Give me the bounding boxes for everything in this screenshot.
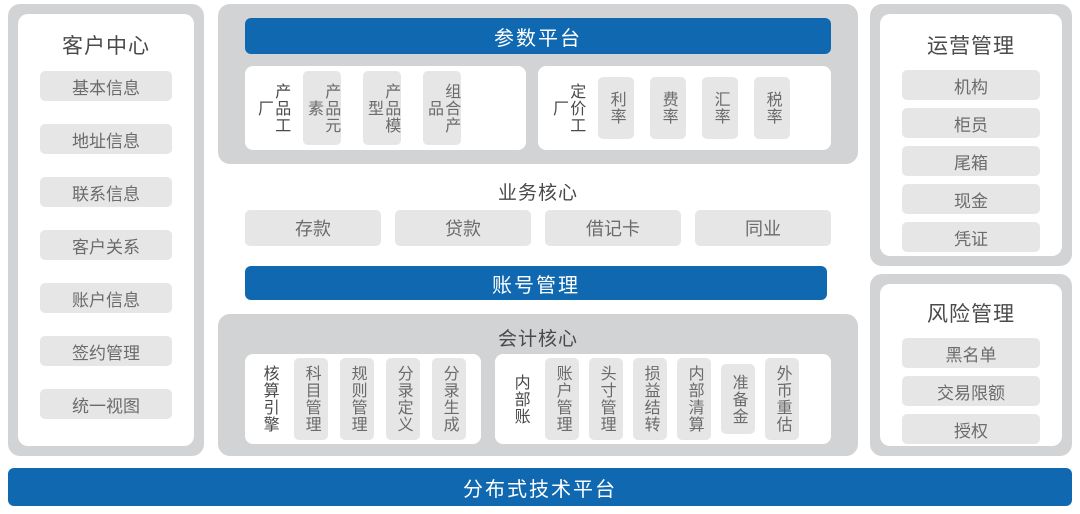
accounting-engine-label: 核算引擎 xyxy=(260,365,278,433)
sidebar-item-teller[interactable]: 柜员 xyxy=(902,108,1040,138)
chip-interest-rate[interactable]: 利率 xyxy=(598,77,634,139)
sidebar-item-institution[interactable]: 机构 xyxy=(902,70,1040,100)
product-factory-group: 产品工厂 产品元素 产品模型 组合产品 xyxy=(245,66,526,150)
parameter-platform-section: 参数平台 产品工厂 产品元素 产品模型 组合产品 定价工厂 利率 费率 汇率 税… xyxy=(218,4,858,164)
accounting-core-section: 会计核心 核算引擎 科目管理 规则管理 分录定义 分录生成 内部账 账户管理 头… xyxy=(218,314,858,456)
business-core-section: 业务核心 存款 贷款 借记卡 同业 xyxy=(218,172,858,262)
sidebar-item-basic-info[interactable]: 基本信息 xyxy=(40,71,172,101)
chip-position-management[interactable]: 头寸管理 xyxy=(589,358,623,440)
center-column: 参数平台 产品工厂 产品元素 产品模型 组合产品 定价工厂 利率 费率 汇率 税… xyxy=(212,4,858,456)
customer-center-list: 基本信息 地址信息 联系信息 客户关系 账户信息 签约管理 统一视图 xyxy=(40,71,172,442)
chip-subject-management[interactable]: 科目管理 xyxy=(294,358,328,440)
sidebar-item-blacklist[interactable]: 黑名单 xyxy=(902,338,1040,368)
chip-internal-settlement[interactable]: 内部清算 xyxy=(677,358,711,440)
sidebar-item-customer-relation[interactable]: 客户关系 xyxy=(40,230,172,260)
business-core-list: 存款 贷款 借记卡 同业 xyxy=(245,210,831,246)
sidebar-item-contract-management[interactable]: 签约管理 xyxy=(40,336,172,366)
chip-fee-rate[interactable]: 费率 xyxy=(650,77,686,139)
footer-platform-bar[interactable]: 分布式技术平台 xyxy=(8,468,1072,506)
chip-interbank[interactable]: 同业 xyxy=(695,210,831,246)
sidebar-item-transaction-limit[interactable]: 交易限额 xyxy=(902,376,1040,406)
risk-management-list: 黑名单 交易限额 授权 xyxy=(902,338,1040,452)
customer-center-title: 客户中心 xyxy=(62,35,150,58)
internal-account-label: 内部账 xyxy=(511,373,529,425)
pricing-factory-group: 定价工厂 利率 费率 汇率 税率 xyxy=(538,66,831,150)
operations-management-list: 机构 柜员 尾箱 现金 凭证 xyxy=(902,70,1040,260)
chip-reserve-fund[interactable]: 准备金 xyxy=(721,364,755,434)
operations-management-card: 运营管理 机构 柜员 尾箱 现金 凭证 xyxy=(880,14,1062,256)
business-core-title: 业务核心 xyxy=(497,183,578,204)
sidebar-item-address-info[interactable]: 地址信息 xyxy=(40,124,172,154)
chip-entry-definition[interactable]: 分录定义 xyxy=(386,358,420,440)
chip-product-element[interactable]: 产品元素 xyxy=(303,71,341,145)
sidebar-item-contact-info[interactable]: 联系信息 xyxy=(40,177,172,207)
risk-management-title: 风险管理 xyxy=(927,303,1015,326)
sidebar-item-authorization[interactable]: 授权 xyxy=(902,414,1040,444)
customer-center-panel: 客户中心 基本信息 地址信息 联系信息 客户关系 账户信息 签约管理 统一视图 xyxy=(8,4,204,456)
risk-management-card: 风险管理 黑名单 交易限额 授权 xyxy=(880,284,1062,446)
risk-management-panel: 风险管理 黑名单 交易限额 授权 xyxy=(870,274,1072,456)
sidebar-item-cash-box[interactable]: 尾箱 xyxy=(902,146,1040,176)
chip-deposit[interactable]: 存款 xyxy=(245,210,381,246)
customer-center-card: 客户中心 基本信息 地址信息 联系信息 客户关系 账户信息 签约管理 统一视图 xyxy=(18,14,194,446)
chip-exchange-rate[interactable]: 汇率 xyxy=(702,77,738,139)
internal-account-group: 内部账 账户管理 头寸管理 损益结转 内部清算 准备金 外币重估 xyxy=(495,354,831,444)
chip-rule-management[interactable]: 规则管理 xyxy=(340,358,374,440)
chip-composite-product[interactable]: 组合产品 xyxy=(423,71,461,145)
chip-foreign-currency-revaluation[interactable]: 外币重估 xyxy=(765,358,799,440)
chip-tax-rate[interactable]: 税率 xyxy=(754,77,790,139)
operations-management-title: 运营管理 xyxy=(927,35,1015,58)
chip-loan[interactable]: 贷款 xyxy=(395,210,531,246)
chip-profit-loss-carryover[interactable]: 损益结转 xyxy=(633,358,667,440)
sidebar-item-cash[interactable]: 现金 xyxy=(902,184,1040,214)
chip-entry-generation[interactable]: 分录生成 xyxy=(432,358,466,440)
accounting-engine-group: 核算引擎 科目管理 规则管理 分录定义 分录生成 xyxy=(245,354,481,444)
accounting-core-title: 会计核心 xyxy=(497,329,578,350)
parameter-platform-title[interactable]: 参数平台 xyxy=(245,18,831,54)
chip-debit-card[interactable]: 借记卡 xyxy=(545,210,681,246)
product-factory-label: 产品工厂 xyxy=(255,82,290,134)
operations-management-panel: 运营管理 机构 柜员 尾箱 现金 凭证 xyxy=(870,4,1072,266)
chip-product-model[interactable]: 产品模型 xyxy=(363,71,401,145)
chip-account-management[interactable]: 账户管理 xyxy=(545,358,579,440)
sidebar-item-unified-view[interactable]: 统一视图 xyxy=(40,389,172,419)
account-management-bar[interactable]: 账号管理 xyxy=(245,266,827,300)
sidebar-item-account-info[interactable]: 账户信息 xyxy=(40,283,172,313)
pricing-factory-label: 定价工厂 xyxy=(550,82,585,134)
sidebar-item-voucher[interactable]: 凭证 xyxy=(902,222,1040,252)
